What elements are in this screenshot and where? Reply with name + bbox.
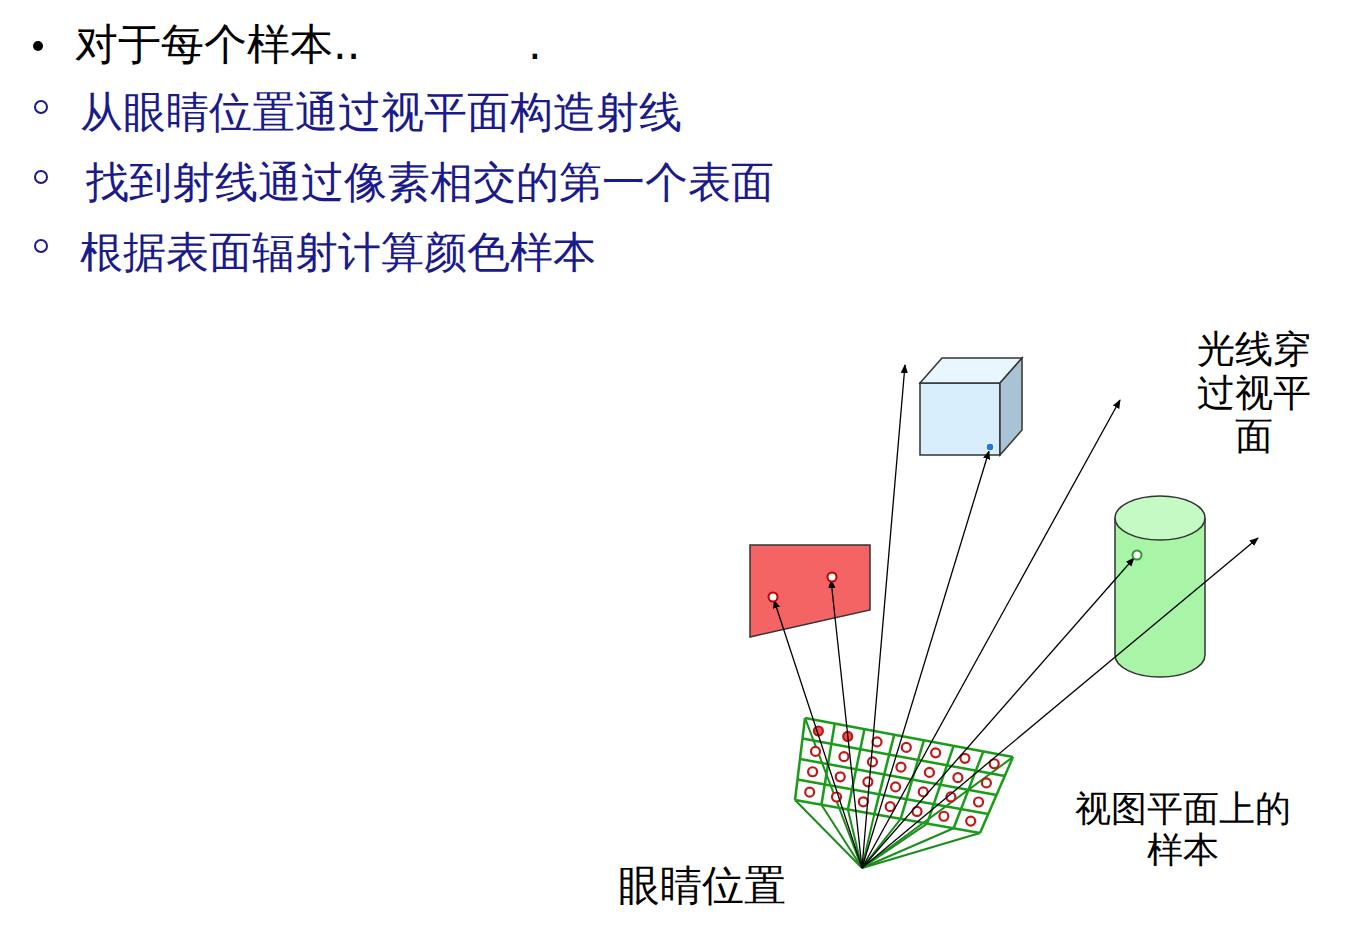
hit-point: [1133, 551, 1142, 560]
cylinder: [1115, 496, 1205, 677]
sample-dot: [953, 773, 962, 782]
sample-dot: [896, 763, 905, 772]
bullet-circle: [35, 101, 47, 113]
slide-text: 对于每个样本..: [75, 20, 360, 69]
sample-dot: [939, 812, 948, 821]
sample-dot: [982, 778, 991, 787]
view-plane-grid: [795, 718, 1013, 833]
stroke: [848, 809, 862, 868]
stroke: [795, 800, 980, 833]
sample-dot: [873, 737, 882, 746]
stroke: [803, 739, 1005, 777]
hit-point: [986, 443, 994, 451]
callout-label: 光线穿过视平面: [1188, 328, 1320, 459]
cube: [920, 358, 1022, 455]
sample-dot: [891, 782, 900, 791]
stroke: [862, 833, 980, 868]
sample-dot: [836, 772, 845, 781]
sample-dot: [974, 797, 983, 806]
bullet-text: 根据表面辐射计算颜色样本: [80, 228, 596, 277]
hit-point: [769, 593, 778, 602]
bullet-text: 找到射线通过像素相交的第一个表面: [86, 158, 774, 207]
sample-dot: [805, 788, 814, 797]
sample-dot: [808, 767, 817, 776]
sample-dots: [805, 726, 999, 825]
bullet-circle: [35, 171, 47, 183]
sample-dot: [886, 802, 895, 811]
sample-dot: [859, 797, 868, 806]
slide-text: .: [528, 20, 542, 69]
sample-dot: [925, 768, 934, 777]
sample-dot: [902, 743, 911, 752]
sample-dot: [966, 817, 975, 826]
bullet-circle: [35, 240, 47, 252]
stroke: [798, 780, 989, 815]
sample-dot: [931, 748, 940, 757]
red-quad: [750, 545, 870, 637]
stroke: [862, 828, 954, 868]
callout-label: 视图平面上的样本: [1058, 788, 1308, 871]
stroke: [805, 718, 1013, 757]
sample-dot: [839, 752, 848, 761]
bullet-dot: [33, 41, 43, 51]
callout-label: 眼睛位置: [618, 862, 786, 910]
sample-dot: [811, 747, 820, 756]
bullet-text: 从眼睛位置通过视平面构造射线: [80, 88, 682, 137]
sample-dot: [863, 777, 872, 786]
sample-dot: [868, 757, 877, 766]
hit-point: [828, 573, 837, 582]
stroke: [800, 759, 997, 795]
